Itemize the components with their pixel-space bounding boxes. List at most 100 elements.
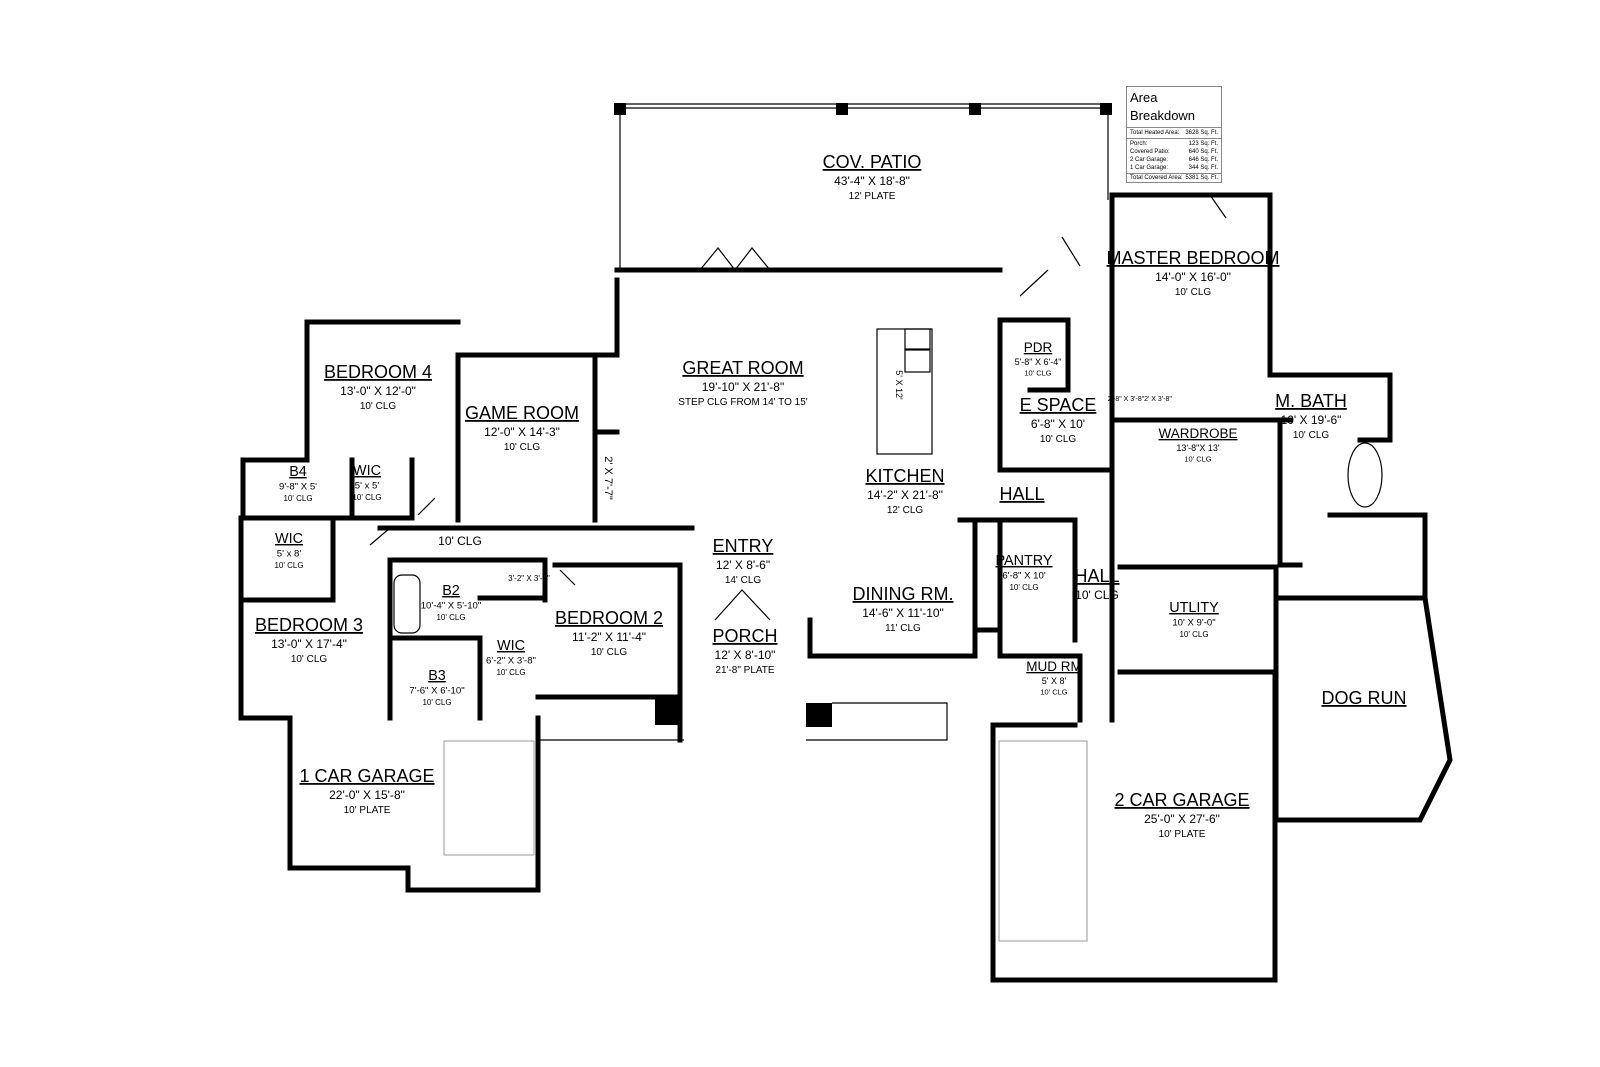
room-size: 14'-2" X 21'-8": [867, 488, 943, 502]
room-labels: COV. PATIO 43'-4" X 18'-8" 12' PLATE MASTER…: [255, 152, 1407, 840]
room-title: WIC: [497, 638, 525, 654]
room-size: 10' X 9'-0": [1172, 618, 1215, 629]
room-title: WARDROBE: [1158, 426, 1237, 441]
room-ceiling: 14' CLG: [725, 575, 762, 586]
area-label: 1 Car Garage:: [1130, 165, 1169, 171]
area-row: Porch:123 Sq. Ft.: [1127, 140, 1221, 148]
room-ceiling: 11' CLG: [885, 623, 921, 634]
room-title: GREAT ROOM: [682, 358, 803, 378]
room-title: PORCH: [712, 626, 777, 646]
room-ceiling: 10' PLATE: [1159, 829, 1206, 840]
room-title: PANTRY: [995, 553, 1052, 569]
room-ceiling: 21'-8" PLATE: [715, 665, 775, 676]
room-title: ENTRY: [713, 536, 774, 556]
room-size: 6'-2" X 3'-8": [486, 656, 536, 667]
area-label: Total Heated Area:: [1130, 130, 1180, 136]
room-size: 9'-8" X 5': [279, 482, 317, 493]
room-ceiling: 10' CLG: [1184, 454, 1211, 463]
room-title: WIC: [353, 463, 381, 479]
room-ceiling: 10' PLATE: [344, 805, 391, 816]
room-size: 22'-0" X 15'-8": [329, 788, 405, 802]
room-ceiling: 10' CLG: [274, 561, 303, 570]
room-ceiling: 10' CLG: [1179, 630, 1208, 639]
area-value: 646 Sq. Ft.: [1188, 157, 1218, 163]
room-title: COV. PATIO: [823, 152, 922, 172]
room-ceiling: STEP CLG FROM 14' TO 15': [678, 397, 808, 408]
room-title: 1 CAR GARAGE: [299, 766, 434, 786]
plan-note: 5' X 12': [894, 370, 904, 400]
room-size: 43'-4" X 18'-8": [834, 174, 910, 188]
room-ceiling: 10' CLG: [360, 401, 397, 412]
room-title: MASTER BEDROOM: [1106, 248, 1279, 268]
room-title: BEDROOM 2: [555, 608, 663, 628]
room-title: MUD RM: [1026, 659, 1082, 674]
room-size: 5' x 8': [277, 549, 302, 560]
room-size: 10'-4" X 5'-10": [421, 601, 482, 612]
room-size: 5' X 8': [1042, 676, 1067, 686]
room-ceiling: 10' CLG: [1293, 430, 1330, 441]
room-size: 10' X 19'-6": [1281, 413, 1342, 427]
room-size: 13'-0" X 12'-0": [340, 384, 416, 398]
room-title: HALL: [999, 484, 1044, 504]
room-ceiling: 10' CLG: [1040, 687, 1067, 696]
area-value: 344 Sq. Ft.: [1188, 165, 1218, 171]
room-title: PDR: [1024, 340, 1053, 355]
room-size: 12'-0" X 14'-3": [484, 425, 560, 439]
room-title: B2: [442, 583, 460, 599]
room-size: 12' X 8'-10": [715, 648, 776, 662]
room-ceiling: 12' PLATE: [849, 191, 896, 202]
area-label: 2 Car Garage:: [1130, 157, 1169, 163]
area-breakdown-title: Area Breakdown: [1127, 87, 1221, 128]
area-row: 2 Car Garage: 646 Sq. Ft.: [1127, 156, 1221, 164]
room-ceiling: 10' CLG: [496, 668, 525, 677]
area-row: 1 Car Garage: 344 Sq. Ft.: [1127, 164, 1221, 172]
walls: [238, 103, 1453, 983]
room-ceiling: 10' CLG: [504, 442, 541, 453]
room-size: 19'-10" X 21'-8": [702, 380, 784, 394]
room-title: KITCHEN: [865, 466, 944, 486]
room-title: HALL: [1074, 566, 1119, 586]
room-ceiling: 10' CLG: [1024, 368, 1051, 377]
room-ceiling: 10' CLG: [1040, 434, 1077, 445]
room-size: 14'-6" X 11'-10": [862, 606, 944, 620]
room-size: 6'-8" X 10': [1031, 417, 1085, 431]
room-size: 6'-8" X 10': [1002, 571, 1046, 582]
area-value: 123 Sq. Ft.: [1188, 141, 1218, 147]
room-ceiling: 10' CLG: [436, 613, 465, 622]
room-ceiling: 10' CLG: [591, 647, 628, 658]
room-title: DINING RM.: [853, 584, 954, 604]
room-ceiling: 10' CLG: [1175, 287, 1212, 298]
room-title: GAME ROOM: [465, 403, 579, 423]
area-label: Covered Patio:: [1130, 149, 1170, 155]
plan-note: 3'-2" X 3'-4": [508, 574, 550, 583]
room-size: 5'-8" X 6'-4": [1015, 357, 1062, 367]
room-ceiling: 12' CLG: [887, 505, 924, 516]
room-size: 10' CLG: [1075, 588, 1119, 602]
room-title: 2 CAR GARAGE: [1114, 790, 1249, 810]
room-title: B3: [428, 668, 446, 684]
room-title: E SPACE: [1020, 395, 1097, 415]
room-ceiling: 10' CLG: [352, 493, 381, 502]
area-value: 5381 Sq. Ft.: [1185, 175, 1218, 181]
plan-note: 2'-8" X 3'-8": [1108, 396, 1145, 403]
room-title: M. BATH: [1275, 391, 1347, 411]
room-size: 7'-6" X 6'-10": [409, 686, 464, 697]
area-value: 3628 Sq. Ft.: [1185, 130, 1218, 136]
room-title: BEDROOM 4: [324, 362, 432, 382]
area-row-heated: Total Heated Area: 3628 Sq. Ft.: [1127, 129, 1221, 137]
room-size: 5' x 5': [355, 481, 380, 492]
plan-note: 2' X 3'-8": [1144, 396, 1172, 403]
area-row-total: Total Covered Area:5381 Sq. Ft.: [1127, 174, 1221, 182]
room-size: 14'-0" X 16'-0": [1155, 270, 1231, 284]
plan-note: 10' CLG: [438, 534, 482, 548]
room-ceiling: 10' CLG: [1009, 583, 1038, 592]
room-size: 25'-0" X 27'-6": [1144, 812, 1220, 826]
room-ceiling: 10' CLG: [291, 654, 328, 665]
area-value: 640 Sq. Ft.: [1188, 149, 1218, 155]
room-title: WIC: [275, 531, 303, 547]
room-size: 11'-2" X 11'-4": [572, 630, 646, 644]
room-size: 13'-0" X 17'-4": [271, 637, 347, 651]
room-ceiling: 10' CLG: [283, 494, 312, 503]
area-row: Covered Patio: 640 Sq. Ft.: [1127, 148, 1221, 156]
